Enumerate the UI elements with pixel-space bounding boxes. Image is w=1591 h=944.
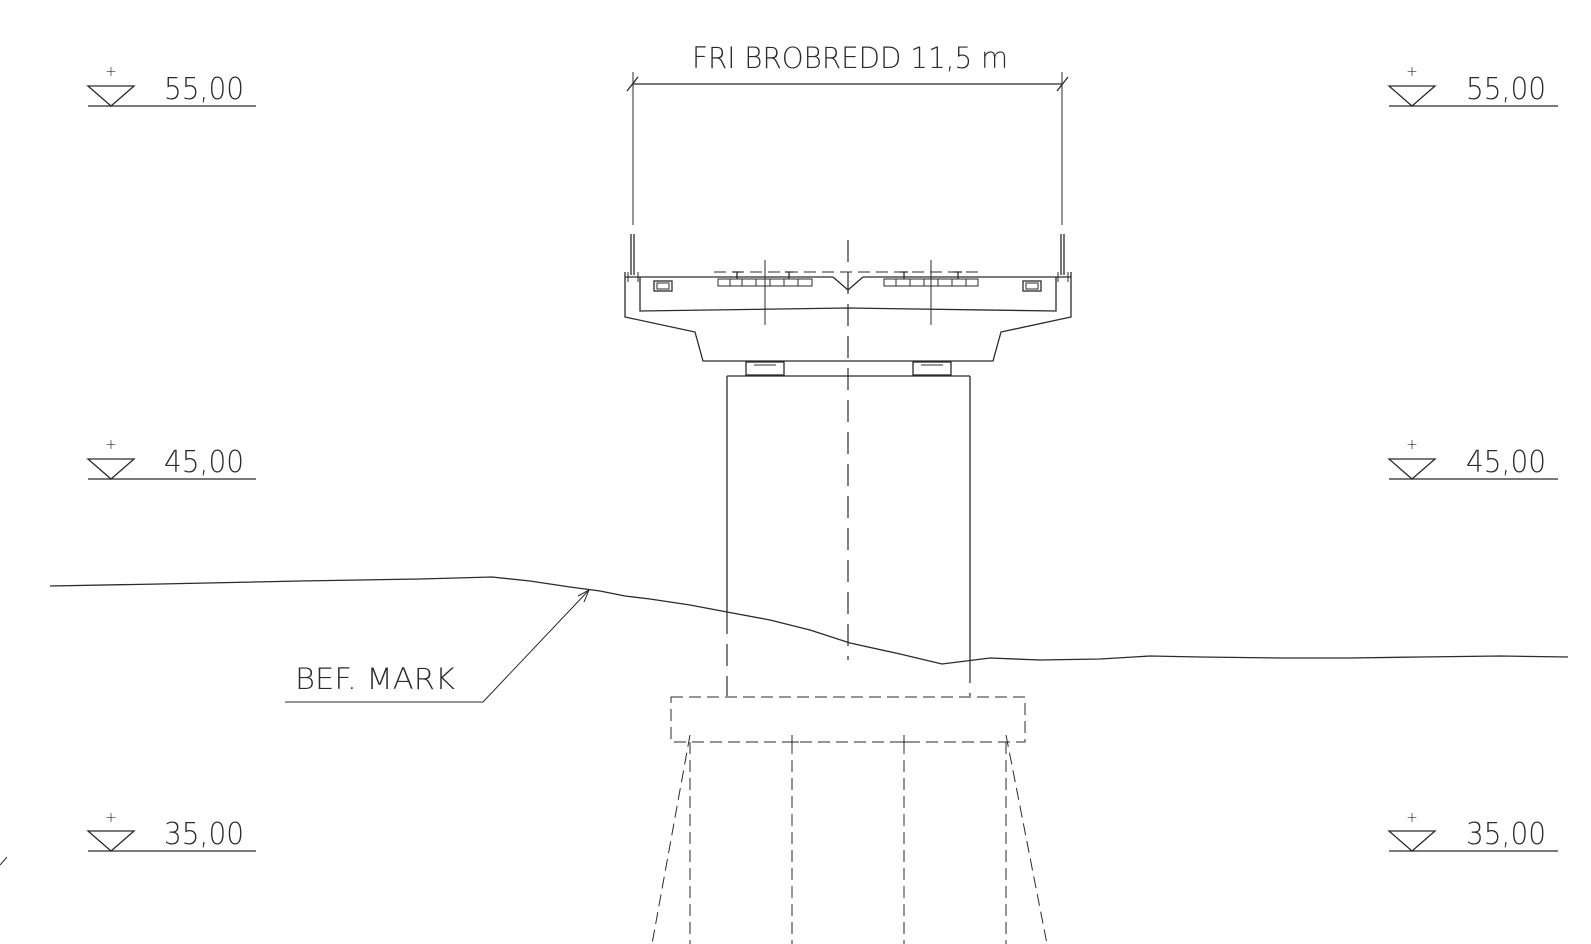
bridge-deck bbox=[624, 234, 1072, 376]
bridge-width-label: FRI BROBREDD 11,5 m bbox=[692, 41, 1008, 75]
svg-text:+: + bbox=[1406, 64, 1418, 80]
existing-ground-line bbox=[49, 576, 1569, 665]
svg-text:+: + bbox=[105, 810, 117, 826]
elevation-label: 55,00 bbox=[164, 72, 244, 107]
bridge-width-dimension: FRI BROBREDD 11,5 m bbox=[626, 41, 1069, 225]
elevation-marker-right-45: + 45,00 bbox=[1387, 437, 1558, 480]
foundation-piles bbox=[651, 734, 1048, 944]
elevation-label: 35,00 bbox=[164, 817, 244, 852]
ground-label: BEF. MARK bbox=[295, 662, 455, 696]
elevation-marker-right-55: + 55,00 bbox=[1387, 64, 1558, 107]
svg-text:+: + bbox=[105, 64, 117, 80]
ground-label-leader: BEF. MARK bbox=[285, 588, 591, 703]
elevation-marker-left-35: + 35,00 bbox=[86, 810, 256, 852]
elevation-label: 55,00 bbox=[1466, 72, 1546, 107]
elevation-label: 45,00 bbox=[164, 445, 244, 480]
elevation-marker-left-45: + 45,00 bbox=[86, 437, 256, 480]
edge-mark bbox=[0, 856, 8, 866]
foundation-slab bbox=[670, 696, 1026, 743]
svg-text:+: + bbox=[1406, 437, 1418, 453]
elevation-marker-right-35: + 35,00 bbox=[1387, 810, 1558, 852]
svg-text:+: + bbox=[1406, 810, 1418, 826]
elevation-label: 35,00 bbox=[1466, 817, 1546, 852]
elevation-label: 45,00 bbox=[1466, 445, 1546, 480]
svg-text:+: + bbox=[105, 437, 117, 453]
elevation-marker-left-55: + 55,00 bbox=[86, 64, 256, 107]
